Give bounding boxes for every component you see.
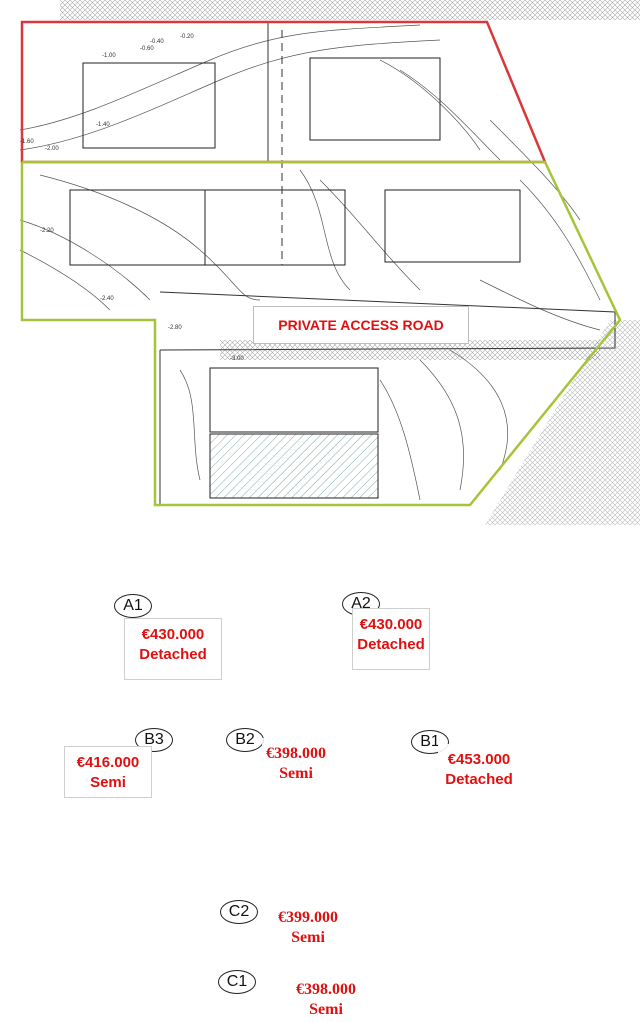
contour-label: -0.60: [140, 46, 154, 52]
building-footprints: [69, 57, 521, 433]
lot-a2-price-box: €430.000 Detached: [352, 608, 430, 670]
road-hatched-edge: [220, 340, 600, 360]
lot-c1-id: C1: [218, 970, 256, 994]
contour-label: -1.60: [20, 139, 34, 145]
lot-c2-id: C2: [220, 900, 258, 924]
lot-a2-type: Detached: [357, 636, 425, 653]
lot-c2-price: €399.000: [278, 909, 338, 926]
private-access-road-label: PRIVATE ACCESS ROAD: [253, 306, 469, 344]
lot-c2-price-box: €399.000 Semi: [268, 902, 348, 952]
lot-c2-type: Semi: [291, 929, 325, 946]
lot-a1-price: €430.000: [141, 626, 205, 643]
lot-b2-price: €398.000: [266, 745, 326, 762]
site-plan-drawing: -0.20 -0.40 -0.60 -1.00 -1.40 -1.60 -2.0…: [19, 0, 640, 525]
contour-label: -1.40: [96, 122, 110, 128]
contour-label: -3.00: [230, 356, 244, 362]
contour-label: -1.00: [102, 53, 116, 59]
lot-a2-price: €430.000: [359, 616, 423, 633]
contour-label: -0.40: [150, 39, 164, 45]
contour-label: -2.20: [40, 228, 54, 234]
lot-b2-id: B2: [226, 728, 264, 752]
lot-c1-price: €398.000: [296, 981, 356, 998]
lot-b3-price-box: €416.000 Semi: [64, 746, 152, 798]
lot-c1-footprint: [209, 433, 379, 499]
lot-b3-price: €416.000: [76, 754, 140, 771]
lot-b1-price: €453.000: [447, 751, 511, 768]
green-boundary: [20, 160, 622, 507]
lot-a1-id: A1: [114, 594, 152, 618]
top-hatched-strip: [60, 0, 640, 20]
lot-b2-type: Semi: [279, 765, 313, 782]
contour-label: -2.80: [168, 325, 182, 331]
contour-labels: -0.20 -0.40 -0.60 -1.00 -1.40 -1.60 -2.0…: [20, 34, 244, 362]
lot-c1-type: Semi: [309, 1001, 343, 1018]
lot-b1-type: Detached: [445, 771, 513, 788]
right-hatched-strip: [485, 320, 640, 525]
lot-a1-type: Detached: [139, 646, 207, 663]
site-plan-map: -0.20 -0.40 -0.60 -1.00 -1.40 -1.60 -2.0…: [19, 0, 640, 1018]
red-boundary: [20, 20, 547, 164]
contour-label: -2.00: [45, 146, 59, 152]
contour-label: -0.20: [180, 34, 194, 40]
lot-a1-price-box: €430.000 Detached: [124, 618, 222, 680]
lot-b1-price-box: €453.000 Detached: [438, 744, 520, 796]
lot-c1-price-box: €398.000 Semi: [286, 974, 366, 1022]
contour-label: -2.40: [100, 296, 114, 302]
lot-b3-type: Semi: [90, 774, 126, 791]
lot-b2-price-box: €398.000 Semi: [262, 738, 330, 788]
road-outline: [159, 291, 616, 351]
